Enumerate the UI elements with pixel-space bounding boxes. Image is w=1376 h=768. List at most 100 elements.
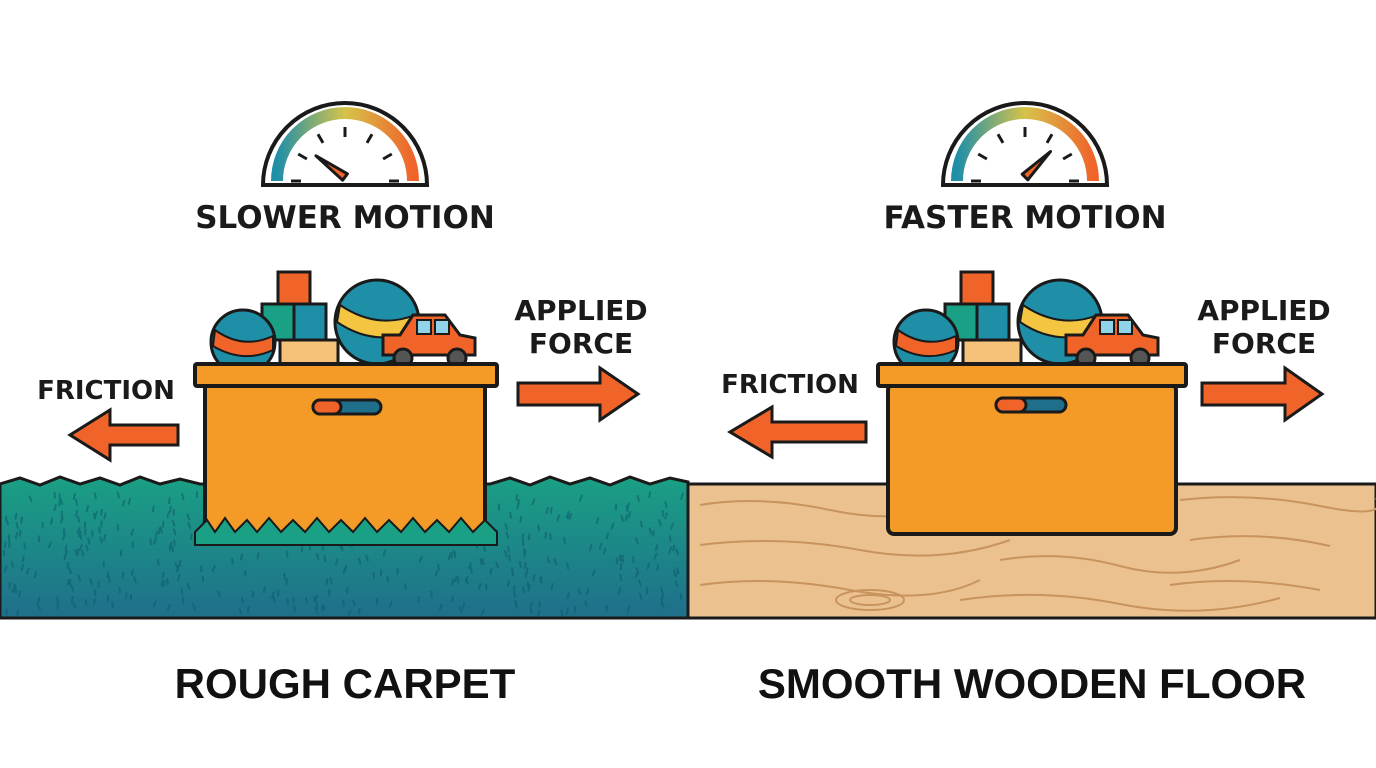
carpet-fiber — [516, 502, 520, 510]
carpet-fiber — [16, 609, 20, 617]
carpet-fiber — [544, 531, 547, 539]
carpet-fiber — [626, 605, 631, 613]
carpet-fiber — [626, 502, 630, 510]
carpet-fiber — [315, 553, 320, 560]
carpet-fiber — [553, 558, 558, 566]
carpet-fiber — [127, 497, 131, 505]
carpet-fiber — [453, 575, 458, 583]
friction-label-left: FRICTION — [37, 376, 175, 406]
gauge-tick — [977, 152, 988, 161]
carpet-fiber — [672, 544, 676, 552]
carpet-fiber — [545, 507, 549, 515]
carpet-fiber — [495, 561, 500, 569]
carpet-fiber — [664, 501, 668, 508]
carpet-fiber — [59, 498, 64, 505]
carpet-fiber — [465, 577, 469, 585]
carpet-fiber — [10, 560, 15, 568]
carpet-fiber — [53, 504, 57, 512]
carpet-fiber — [675, 570, 679, 578]
carpet-fiber — [627, 511, 631, 519]
carpet-fiber — [89, 578, 93, 586]
carpet-fiber — [14, 586, 18, 594]
carpet-fiber — [97, 581, 100, 589]
carpet-fiber — [162, 520, 165, 528]
carpet-fiber — [133, 576, 137, 584]
carpet-fiber — [434, 569, 439, 577]
carpet-fiber — [84, 598, 88, 606]
carpet-fiber — [121, 499, 126, 507]
toy-box-right — [876, 270, 1188, 536]
carpet-fiber — [358, 557, 362, 565]
carpet-fiber — [654, 544, 659, 552]
carpet-fiber — [322, 604, 326, 612]
carpet-fiber — [172, 528, 177, 536]
carpet-fiber — [272, 595, 276, 603]
carpet-fiber — [624, 514, 628, 522]
friction-arrow-right — [727, 404, 868, 460]
carpet-fiber — [529, 601, 534, 609]
carpet-fiber — [537, 524, 540, 532]
carpet-fiber — [521, 533, 525, 541]
carpet-fiber — [522, 586, 525, 594]
carpet-fiber — [130, 568, 134, 576]
carpet-fiber — [357, 607, 361, 615]
gauge-needle — [1020, 150, 1052, 182]
carpet-fiber — [329, 577, 333, 585]
carpet-fiber — [568, 512, 573, 520]
carpet-fiber — [334, 558, 339, 566]
carpet-fiber — [79, 532, 83, 540]
gauge-tick — [297, 152, 308, 161]
carpet-fiber — [481, 558, 485, 566]
carpet-fiber — [504, 523, 509, 530]
carpet-fiber — [619, 573, 623, 581]
carpet-fiber — [479, 558, 483, 566]
carpet-fiber — [85, 505, 90, 513]
carpet-fiber — [60, 516, 64, 524]
carpet-fiber — [566, 592, 570, 600]
carpet-fiber — [546, 556, 551, 564]
carpet-fiber — [679, 592, 683, 600]
carpet-fiber — [161, 571, 165, 579]
carpet-fiber — [531, 498, 536, 506]
carpet-fiber — [239, 553, 243, 561]
toys — [209, 270, 477, 376]
carpet-fiber — [159, 526, 163, 534]
carpet-fiber — [513, 591, 517, 599]
carpet-fiber — [539, 576, 543, 584]
gauge-tick — [996, 133, 1005, 144]
carpet-fiber — [149, 538, 153, 546]
carpet-fiber — [660, 593, 665, 601]
carpet-fiber — [323, 555, 327, 563]
carpet-fiber — [20, 516, 23, 524]
carpet-fiber — [314, 607, 319, 614]
carpet-fiber — [447, 553, 452, 561]
carpet-fiber — [526, 581, 530, 589]
carpet-fiber — [256, 552, 260, 560]
friction-label-right: FRICTION — [721, 370, 859, 400]
carpet-fiber — [595, 517, 600, 524]
carpet-fiber — [77, 574, 81, 582]
carpet-fiber — [565, 607, 569, 615]
carpet-fiber — [74, 510, 79, 517]
carpet-fiber — [656, 564, 659, 572]
carpet-fiber — [14, 512, 18, 520]
speed-label-left: SLOWER MOTION — [195, 200, 495, 236]
carpet-fiber — [484, 583, 488, 591]
carpet-fiber — [462, 602, 466, 610]
carpet-fiber — [459, 606, 463, 614]
carpet-fiber — [673, 569, 676, 577]
carpet-fiber — [403, 583, 407, 590]
carpet-fiber — [503, 550, 508, 557]
speed-gauge-right — [940, 101, 1110, 187]
carpet-fiber — [66, 578, 70, 586]
carpet-fiber — [14, 531, 19, 539]
carpet-fiber — [365, 554, 369, 562]
carpet-fiber — [246, 605, 250, 613]
carpet-fiber — [169, 505, 172, 513]
carpet-fiber — [5, 518, 10, 526]
applied-force-label-left-1: APPLIED — [514, 294, 647, 327]
carpet-fiber — [379, 569, 383, 577]
carpet-fiber — [606, 532, 609, 540]
carpet-fiber — [532, 574, 536, 582]
